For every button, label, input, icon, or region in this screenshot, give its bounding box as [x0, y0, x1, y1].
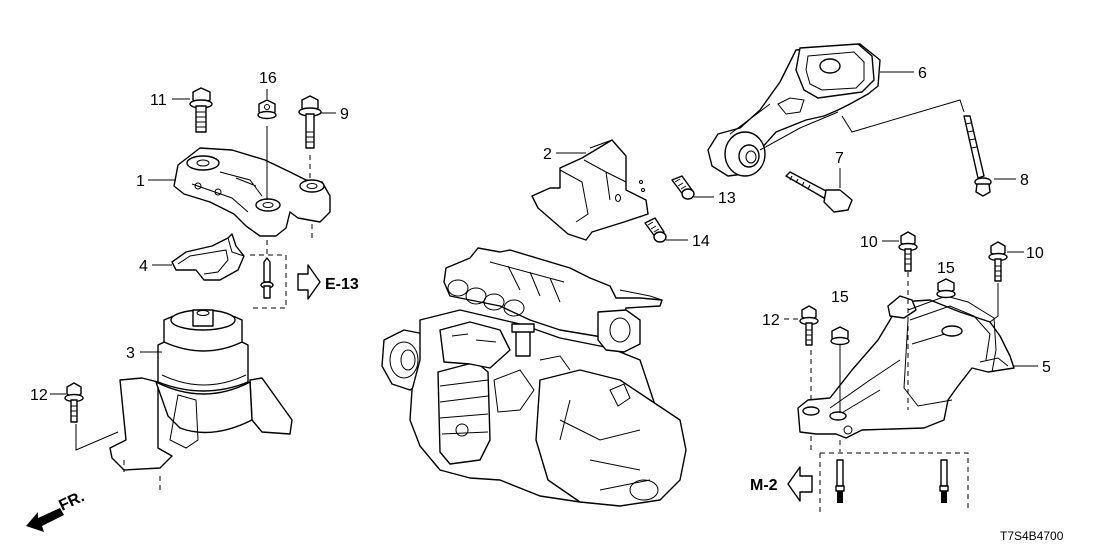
callout-1[interactable]: 1	[136, 173, 145, 190]
callout-9[interactable]: 8	[1020, 172, 1029, 189]
callout-14[interactable]: 12	[30, 387, 48, 404]
callout-16[interactable]: 16	[259, 70, 277, 87]
diagram-code: T7S4B4700	[1000, 529, 1064, 543]
nut-15b-icon[interactable]	[830, 326, 850, 346]
callout-15a[interactable]: 15	[937, 260, 955, 277]
callout-10b[interactable]: 10	[1026, 245, 1044, 262]
callout-12b[interactable]: 14	[692, 233, 710, 250]
stud-e13-icon[interactable]	[260, 257, 274, 299]
bolt-13-icon[interactable]	[799, 305, 819, 346]
callout-2[interactable]: 2	[543, 146, 552, 163]
part-3-engine-mount[interactable]	[109, 309, 293, 471]
callout-5[interactable]: 5	[1042, 359, 1051, 376]
part-5-mount-bracket[interactable]	[797, 295, 1015, 439]
reference-arrow-e13[interactable]: E-13	[297, 264, 359, 300]
callout-15b[interactable]: 15	[831, 289, 849, 306]
part-1-mount-bracket[interactable]	[173, 147, 331, 237]
bolt-12a-icon[interactable]	[671, 175, 695, 200]
bolt-10a-icon[interactable]	[898, 231, 918, 272]
callout-7[interactable]: 7	[835, 150, 844, 167]
stud-m2b-icon[interactable]	[939, 459, 949, 503]
part-4-cover-plate[interactable]	[171, 233, 245, 281]
callout-8[interactable]: 9	[340, 106, 349, 123]
callout-4[interactable]: 4	[139, 258, 148, 275]
callout-11[interactable]: 11	[150, 92, 167, 109]
reference-m2-label[interactable]: M-2	[750, 477, 778, 494]
bolt-8-icon[interactable]	[298, 95, 322, 149]
callout-10a[interactable]: 10	[860, 234, 878, 251]
bolt-9-icon[interactable]	[963, 115, 992, 197]
reference-e13-label[interactable]: E-13	[325, 276, 359, 293]
bolt-7-icon[interactable]	[785, 171, 853, 213]
bolt-14-icon[interactable]	[64, 382, 84, 423]
callout-12a[interactable]: 13	[718, 190, 736, 207]
front-direction-arrow: FR.	[26, 488, 87, 532]
part-2-torque-rod-bracket[interactable]	[531, 139, 649, 241]
callout-3[interactable]: 3	[126, 345, 135, 362]
engine-assembly	[381, 247, 687, 507]
part-6-torque-rod[interactable]	[707, 43, 881, 177]
bolt-10b-icon[interactable]	[988, 241, 1008, 282]
reference-arrow-m2[interactable]: M-2	[750, 466, 813, 502]
stud-m2a-icon[interactable]	[835, 459, 845, 503]
callout-6[interactable]: 6	[918, 65, 927, 82]
callout-13[interactable]: 12	[762, 312, 780, 329]
nut-16-icon[interactable]	[257, 99, 277, 120]
bolt-11-icon[interactable]	[189, 87, 213, 133]
front-direction-label: FR.	[57, 488, 88, 514]
nut-15a-icon[interactable]	[936, 278, 956, 299]
bolt-12b-icon[interactable]	[644, 217, 667, 243]
